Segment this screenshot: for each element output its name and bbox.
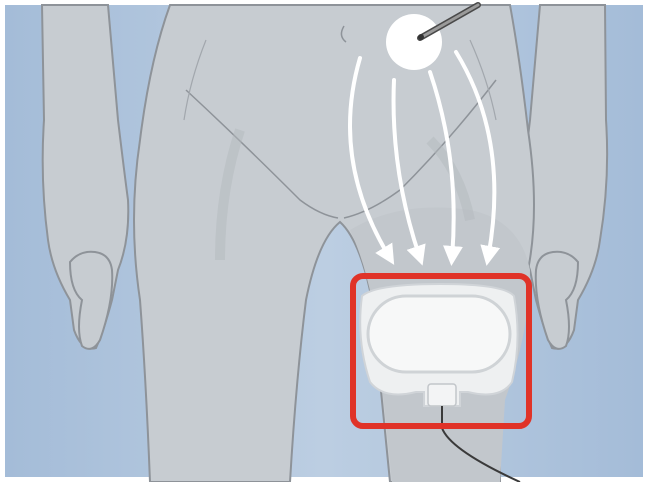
pad-connector — [428, 384, 456, 406]
return-pad-icon — [360, 284, 517, 406]
pad-conductive-area — [368, 296, 510, 372]
electrode-contact-site — [386, 14, 442, 70]
